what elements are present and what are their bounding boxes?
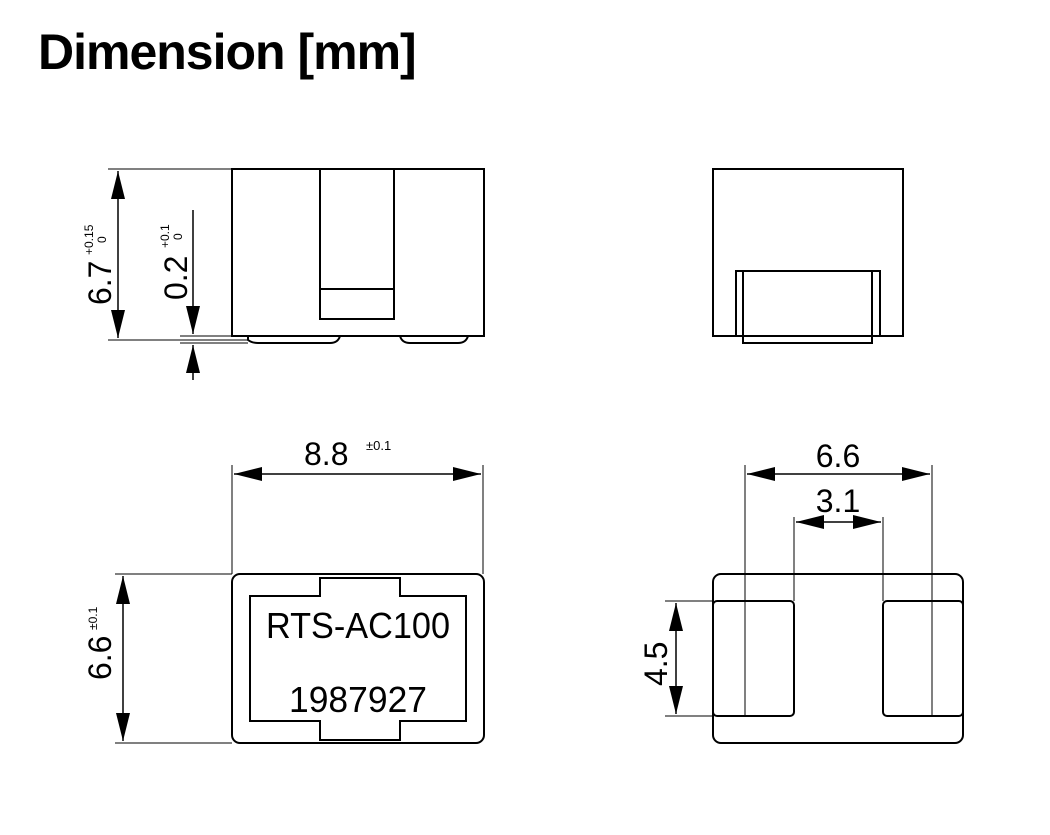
bottom-view [712, 573, 964, 744]
pad-inner-value: 3.1 [816, 483, 860, 519]
height-tol-lower: 0 [95, 236, 109, 243]
side-view-body [231, 168, 485, 337]
clearance-value: 0.2 [158, 256, 194, 300]
side-view-front [231, 168, 485, 344]
page-title: Dimension [mm] [38, 24, 417, 80]
side-view-slot [319, 168, 395, 320]
width-tol: ±0.1 [86, 606, 100, 630]
width-value: 6.6 [82, 636, 118, 680]
top-view-body [231, 573, 485, 744]
side-view-left-terminal [247, 335, 341, 344]
marking-part-number: RTS-AC100 [266, 605, 450, 646]
clearance-tol-lower: 0 [171, 233, 185, 240]
height-value: 6.7 [82, 261, 118, 305]
bottom-view-body [712, 573, 964, 744]
bottom-view-pad-left [712, 600, 795, 717]
top-view-recess [249, 577, 467, 741]
end-view-body [712, 168, 904, 337]
marking-lot-code: 1987927 [289, 679, 427, 720]
end-view-terminal-outer [735, 270, 881, 337]
end-view-terminal-inner [742, 270, 873, 344]
clearance-tol-upper: +0.1 [158, 224, 172, 248]
length-value: 8.8 [304, 436, 348, 472]
height-tol-upper: +0.15 [82, 224, 96, 255]
side-view-right-terminal [399, 335, 469, 344]
top-view [231, 573, 485, 744]
length-tol: ±0.1 [366, 438, 391, 453]
pad-outer-value: 6.6 [816, 438, 860, 474]
bottom-view-pad-right [882, 600, 964, 717]
pad-height-value: 4.5 [638, 642, 674, 686]
side-view-end [712, 168, 904, 344]
